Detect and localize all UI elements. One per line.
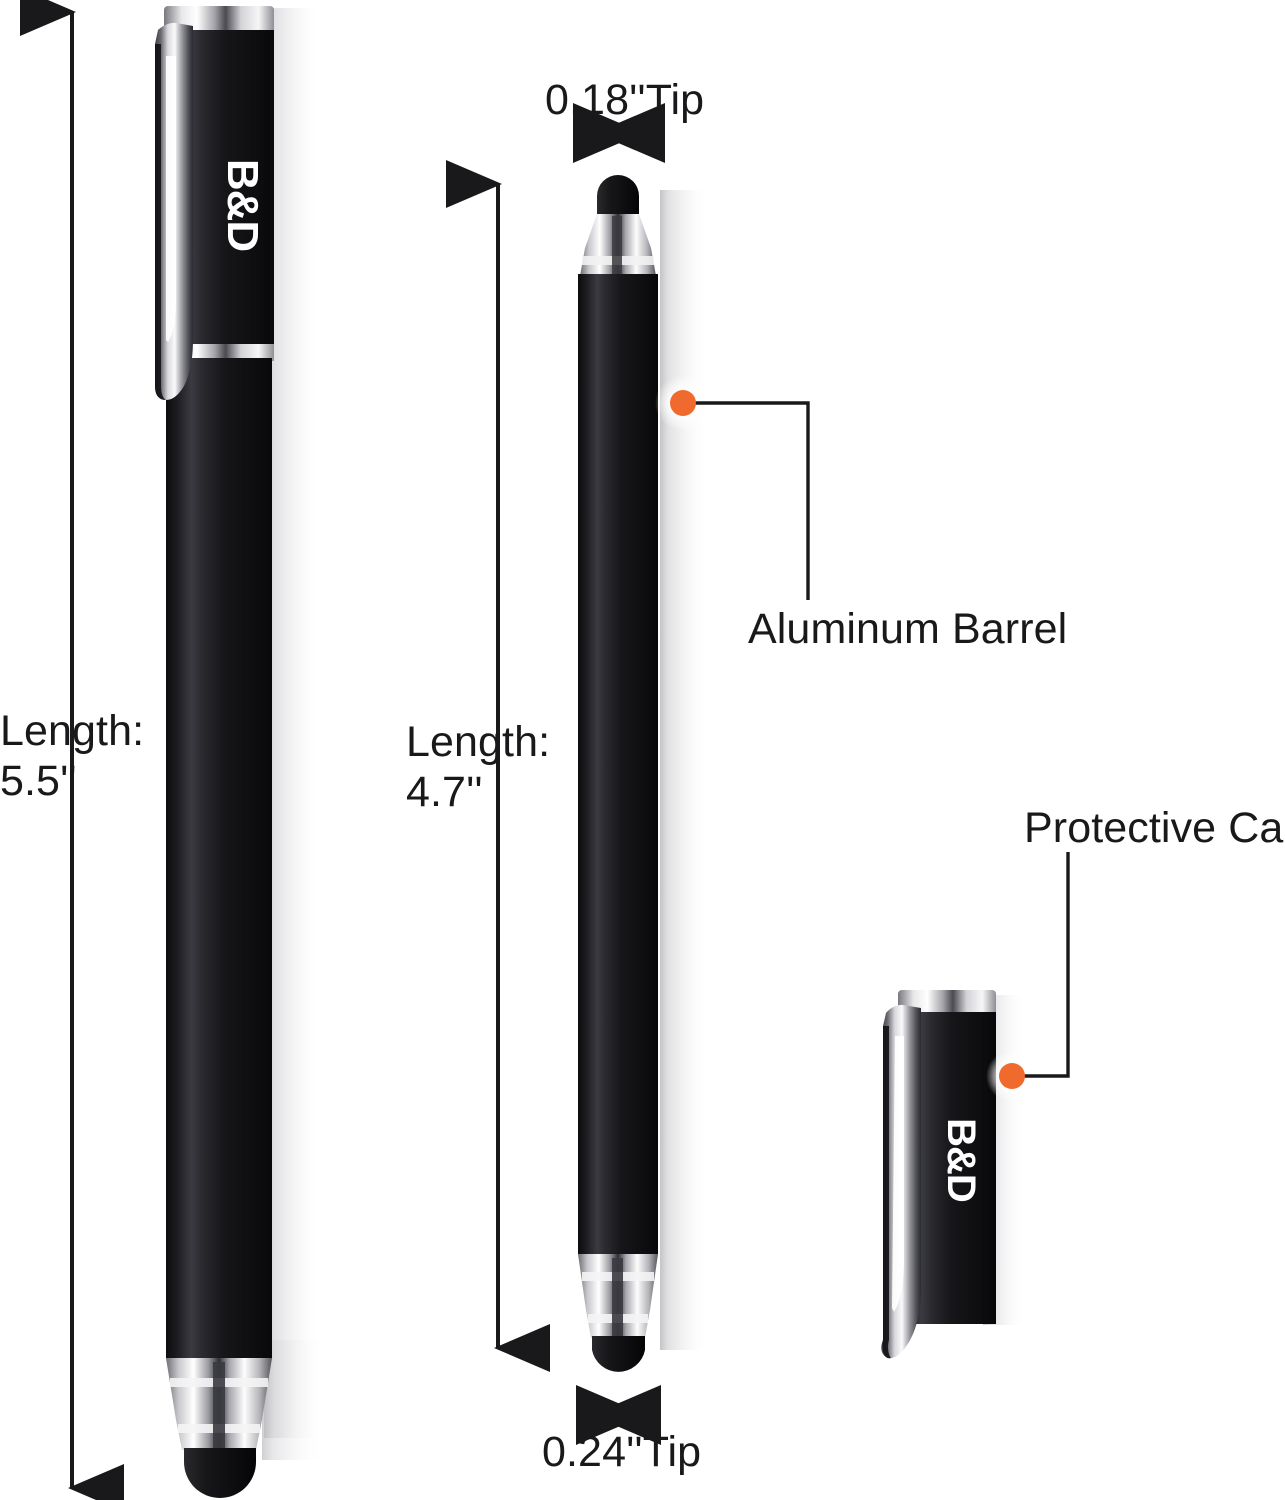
cap-clip-highlight bbox=[892, 1036, 904, 1312]
callout-leader-barrel bbox=[683, 401, 810, 600]
callout-label-protective-cap: Protective Cap bbox=[1024, 804, 1285, 852]
callout-label-aluminum-barrel: Aluminum Barrel bbox=[748, 605, 1068, 653]
callout-dot-cap bbox=[999, 1063, 1025, 1089]
dimension-lines bbox=[20, 0, 665, 1500]
cap-top-chrome-band bbox=[898, 990, 996, 1016]
dimension-label-tip-top: 0.18''Tip bbox=[545, 76, 705, 124]
dimension-label-tip-bottom: 0.24''Tip bbox=[542, 1428, 702, 1476]
cap-clip-edge-shadow bbox=[882, 1026, 891, 1359]
callout-leader-cap bbox=[1012, 852, 1070, 1078]
pen-middle-top-rubber-tip bbox=[597, 175, 639, 214]
pen-middle-bottom-ferrule-core-line bbox=[612, 1258, 623, 1338]
protective-cap: B&D bbox=[881, 990, 1025, 1359]
pen-left-clip-edge-shadow bbox=[155, 44, 166, 400]
pen-middle-bottom-rubber-tip bbox=[592, 1336, 645, 1372]
pen-left-brand-logo: B&D bbox=[218, 159, 267, 251]
pen-left-rubber-tip bbox=[184, 1448, 256, 1498]
pen-left-clip-highlight bbox=[166, 56, 176, 342]
pen-left-barrel bbox=[166, 358, 272, 1358]
pen-middle-top-ferrule-core-line bbox=[612, 216, 622, 276]
callout-aluminum-barrel bbox=[655, 375, 810, 600]
callout-protective-cap bbox=[986, 852, 1070, 1102]
pen-left: B&D bbox=[155, 6, 324, 1498]
dimension-label-length-middle: Length: 4.7'' bbox=[406, 718, 551, 816]
pen-middle-barrel bbox=[578, 274, 658, 1254]
callout-dot-barrel bbox=[670, 390, 696, 416]
cap-brand-logo: B&D bbox=[939, 1118, 983, 1202]
dimension-label-length-left: Length: 5.5'' bbox=[0, 707, 145, 805]
pen-left-ferrule-core-line bbox=[213, 1362, 225, 1452]
pen-left-reflection-lower bbox=[262, 1340, 324, 1460]
